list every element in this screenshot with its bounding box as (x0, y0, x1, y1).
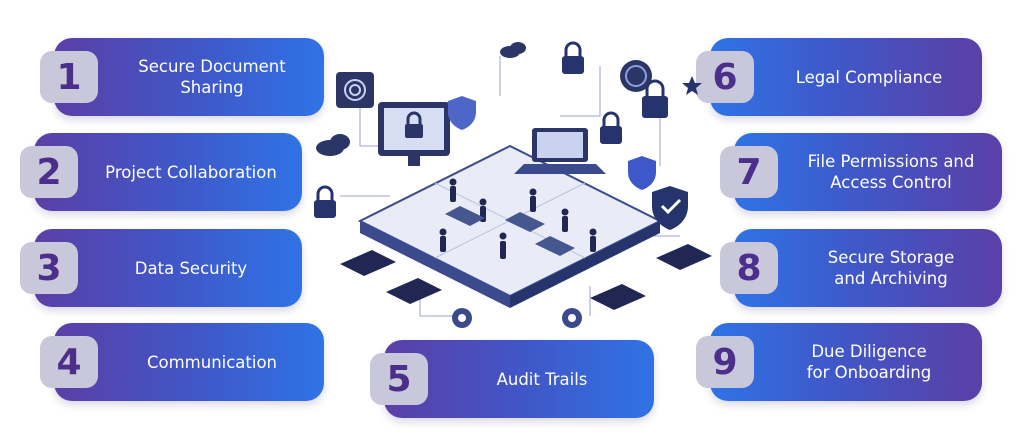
padlock-icon (314, 41, 668, 218)
star-icon (682, 76, 702, 95)
item-number-badge: 4 (40, 336, 98, 388)
tile-icons (340, 244, 712, 310)
item-card-9: 9 Due Diligence for Onboarding (696, 323, 982, 401)
virtual-data-room-illustration (314, 41, 712, 328)
item-label: Communication (146, 352, 278, 372)
item-label: Legal Compliance (795, 67, 943, 87)
item-label: Secure Document Sharing (138, 57, 286, 97)
item-card-1: 1 Secure Document Sharing (40, 38, 324, 116)
item-card-7: 7 File Permissions and Access Control (720, 133, 1002, 211)
laptop-icon (514, 128, 606, 174)
monitor-lock-icon (378, 102, 450, 166)
item-number-badge: 1 (40, 51, 98, 103)
gear-icon (452, 308, 582, 328)
dial-icon (620, 60, 652, 92)
item-card-2: 2 Project Collaboration (20, 133, 302, 211)
fingerprint-icon (336, 72, 374, 108)
item-label: Project Collaboration (105, 162, 277, 182)
item-card-6: 6 Legal Compliance (696, 38, 982, 116)
shield-check-icon (448, 96, 688, 230)
item-label: Secure Storage and Archiving (827, 248, 955, 288)
item-label: Audit Trails (496, 369, 588, 389)
item-number-badge: 8 (720, 242, 778, 294)
item-card-8: 8 Secure Storage and Archiving (720, 229, 1002, 307)
item-card-3: 3 Data Security (20, 229, 302, 307)
item-number-badge: 2 (20, 146, 78, 198)
cloud-icon (316, 42, 526, 156)
item-card-5: 5 Audit Trails (370, 340, 654, 418)
item-label: Due Diligence for Onboarding (806, 342, 932, 382)
item-number-badge: 7 (720, 146, 778, 198)
people-figures (439, 178, 597, 259)
item-label: Data Security (134, 258, 248, 278)
item-number-badge: 3 (20, 242, 78, 294)
item-number-badge: 6 (696, 51, 754, 103)
item-card-4: 4 Communication (40, 323, 324, 401)
item-label: File Permissions and Access Control (807, 152, 975, 192)
desks (445, 206, 575, 256)
item-number-badge: 5 (370, 353, 428, 405)
item-number-badge: 9 (696, 336, 754, 388)
